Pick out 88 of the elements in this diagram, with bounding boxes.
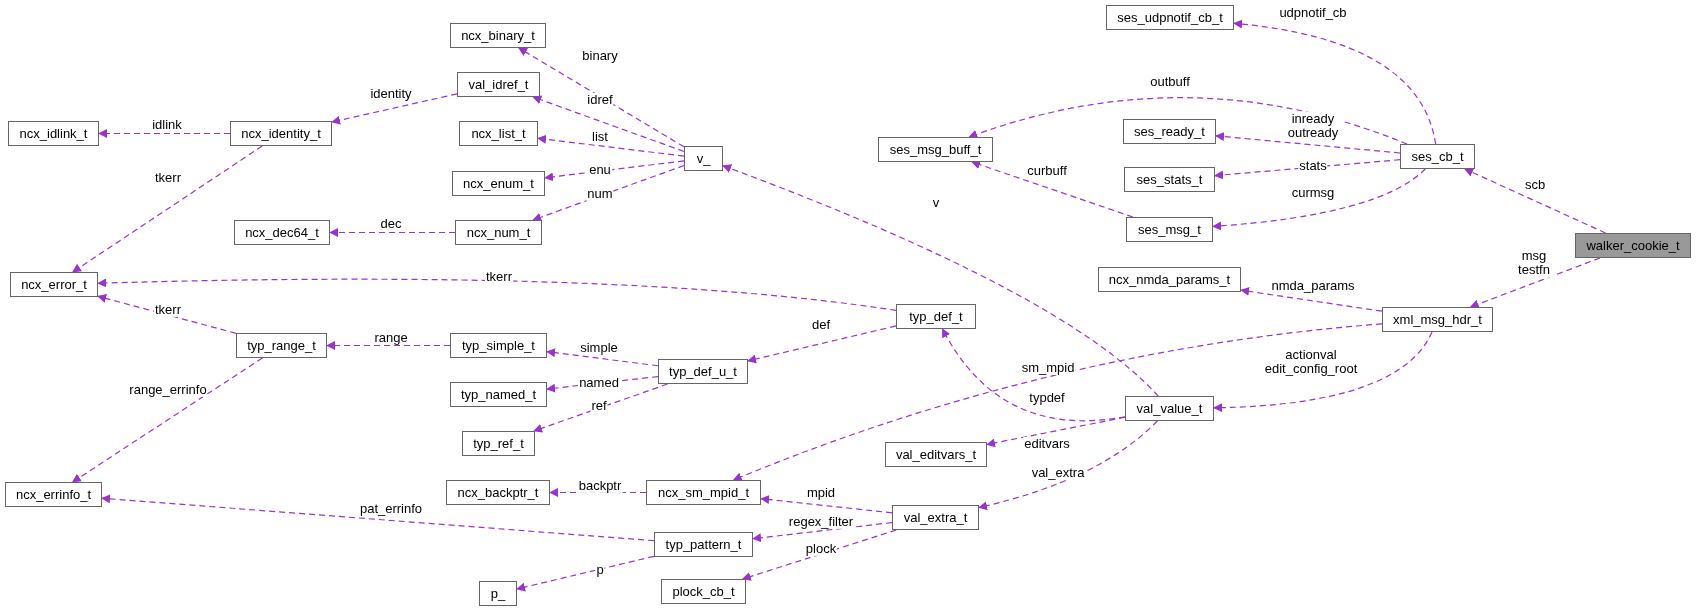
- arrow: [1469, 257, 1601, 309]
- edge-label: tkerr: [485, 269, 513, 285]
- edge-label: pat_errinfo: [358, 501, 424, 517]
- class-box: val_idref_t: [457, 72, 540, 97]
- edge-label: backptr: [577, 478, 623, 494]
- class-box: ncx_dec64_t: [234, 220, 330, 245]
- class-box: ncx_enum_t: [452, 171, 545, 196]
- edge-label: val_extra: [1030, 465, 1086, 481]
- class-box: ncx_backptr_t: [446, 480, 550, 505]
- arrow: [986, 416, 1126, 448]
- class-box: ncx_error_t: [10, 272, 98, 297]
- arrow: [1464, 168, 1607, 234]
- class-box: p_: [479, 581, 517, 606]
- class-box: ses_ready_t: [1123, 119, 1216, 144]
- edge-label: nmda_params: [1270, 278, 1356, 294]
- arrow: [968, 97, 1408, 145]
- arrow: [1212, 168, 1426, 231]
- class-box: val_value_t: [1125, 396, 1214, 421]
- edge-label: ref: [590, 398, 608, 414]
- arrow: [101, 494, 655, 542]
- edge-label: plock: [804, 541, 838, 557]
- class-box: val_editvars_t: [885, 442, 987, 467]
- class-box: typ_ref_t: [462, 431, 535, 456]
- class-box: ses_msg_t: [1126, 217, 1213, 242]
- arrow: [72, 145, 263, 273]
- class-box: typ_range_t: [236, 333, 327, 358]
- arrow: [1214, 159, 1401, 180]
- arrow: [732, 323, 1383, 482]
- class-box: typ_def_t: [896, 304, 976, 329]
- arrow: [97, 278, 897, 311]
- arrow: [544, 160, 685, 182]
- arrow: [537, 134, 685, 157]
- arrow: [971, 160, 1134, 218]
- arrow: [1240, 286, 1383, 312]
- edge-label: regex_filter: [787, 514, 855, 530]
- arrow: [546, 348, 659, 367]
- class-box: val_extra_t: [892, 505, 979, 530]
- arrow: [518, 47, 685, 148]
- arrow: [98, 129, 231, 138]
- class-box: ncx_errinfo_t: [5, 482, 102, 507]
- class-box: ncx_idlink_t: [8, 121, 99, 146]
- arrow: [331, 93, 458, 125]
- class-box: typ_simple_t: [450, 333, 547, 358]
- edge-label: typdef: [1028, 390, 1066, 406]
- class-box: plock_cb_t: [661, 579, 746, 604]
- edge-label: binary: [581, 48, 619, 64]
- arrow: [1213, 331, 1433, 413]
- arrow: [978, 420, 1158, 511]
- class-box: typ_pattern_t: [654, 532, 753, 557]
- arrow: [97, 294, 237, 334]
- arrow: [747, 325, 897, 364]
- class-box: typ_def_u_t: [658, 359, 748, 384]
- arrow: [1233, 19, 1437, 145]
- arrow: [516, 555, 655, 592]
- arrow: [532, 95, 685, 153]
- arrow: [722, 164, 1159, 397]
- class-box: ncx_num_t: [455, 220, 542, 245]
- class-box: ncx_nmda_params_t: [1098, 267, 1241, 292]
- arrow: [533, 383, 669, 433]
- class-box: ncx_list_t: [459, 121, 538, 146]
- class-box: ses_cb_t: [1400, 144, 1475, 169]
- class-box: ncx_sm_mpid_t: [646, 480, 761, 505]
- highlighted-class-box: walker_cookie_t: [1575, 233, 1691, 258]
- edge-label: simple: [579, 340, 619, 356]
- arrow: [532, 164, 685, 222]
- arrow: [941, 328, 1126, 422]
- class-box: ses_udpnotif_cb_t: [1106, 5, 1234, 30]
- edge-label: udpnotif_cb: [1278, 5, 1348, 21]
- class-box: ses_msg_buff_t: [878, 137, 993, 162]
- class-box: xml_msg_hdr_t: [1382, 307, 1493, 332]
- class-box: ncx_binary_t: [450, 23, 546, 48]
- arrow: [326, 341, 451, 350]
- arrow: [1215, 132, 1401, 154]
- class-box: ses_stats_t: [1124, 167, 1215, 192]
- arrow: [741, 529, 897, 581]
- arrow: [71, 357, 263, 483]
- class-box: typ_named_t: [450, 382, 547, 407]
- arrow: [752, 521, 893, 543]
- edge-label: identity: [369, 86, 413, 102]
- edge-label: range_errinfo: [128, 382, 208, 398]
- edge-label: idref: [586, 92, 614, 108]
- edge-label: tkerr: [154, 302, 182, 318]
- edge-label: sm_mpid: [1020, 360, 1076, 376]
- arrow: [760, 495, 893, 514]
- arrow: [329, 228, 456, 237]
- edge-label: mpid: [805, 485, 837, 501]
- class-box: v_: [684, 146, 723, 171]
- class-box: ncx_identity_t: [230, 121, 332, 146]
